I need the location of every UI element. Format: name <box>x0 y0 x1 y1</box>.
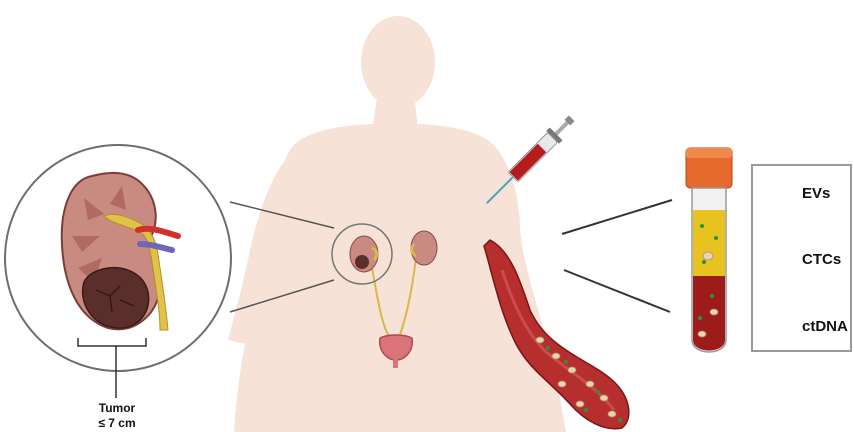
legend-label-ctcs: CTCs <box>802 251 841 268</box>
tube-pointer-line-top <box>562 200 672 234</box>
legend-label-ctdna: ctDNA <box>802 318 848 335</box>
tube-plasma-layer <box>693 210 725 276</box>
blood-collection-tube <box>686 148 732 352</box>
small-kidney-right <box>411 231 437 265</box>
tube-blood-layer <box>693 276 725 351</box>
tube-pointer-line-bottom <box>564 270 670 312</box>
legend-label-evs: EVs <box>802 185 830 202</box>
kidney-zoom <box>5 145 231 398</box>
tumor-size-label: Tumor ≤ 7 cm <box>72 401 162 431</box>
tumor-label-line2: ≤ 7 cm <box>72 416 162 431</box>
human-body-silhouette <box>228 16 566 432</box>
small-kidney-left <box>350 236 378 272</box>
legend-box: EVs CTCs ctDNA <box>751 164 852 352</box>
tumor-label-line1: Tumor <box>72 401 162 416</box>
